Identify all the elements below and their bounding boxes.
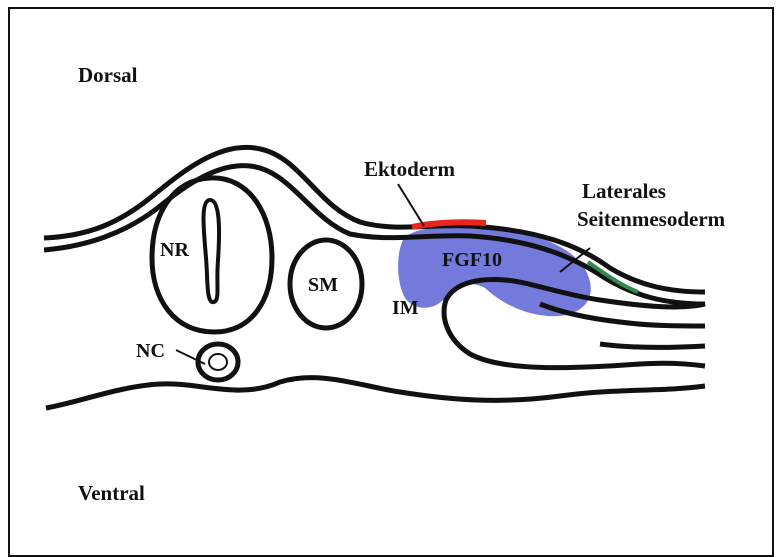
endoderm-line [46, 378, 705, 408]
label-nr: NR [160, 239, 189, 261]
label-ektoderm: Ektoderm [364, 157, 456, 181]
label-dorsal: Dorsal [78, 63, 138, 87]
notochord-inner [209, 354, 227, 370]
lateral-mesoderm-inner-loop-3 [600, 344, 705, 347]
label-sm: SM [308, 274, 338, 296]
label-seitenmesoderm: Seitenmesoderm [577, 207, 726, 231]
label-nc: NC [136, 340, 165, 362]
ektoderm-leader-line [398, 184, 424, 226]
notochord-outer [198, 344, 238, 380]
label-im: IM [392, 297, 419, 319]
label-fgf10: FGF10 [442, 249, 502, 271]
label-laterales: Laterales [582, 179, 666, 203]
neural-tube-lumen [204, 200, 220, 302]
label-ventral: Ventral [78, 481, 145, 505]
